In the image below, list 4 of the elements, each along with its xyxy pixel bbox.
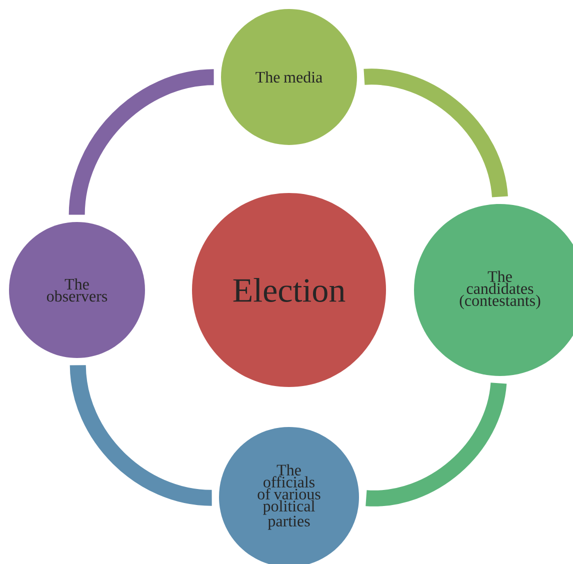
ring-arc: [364, 68, 508, 198]
ring-arc: [366, 382, 507, 506]
ring-arc: [68, 69, 214, 216]
ring-arc: [70, 364, 212, 506]
